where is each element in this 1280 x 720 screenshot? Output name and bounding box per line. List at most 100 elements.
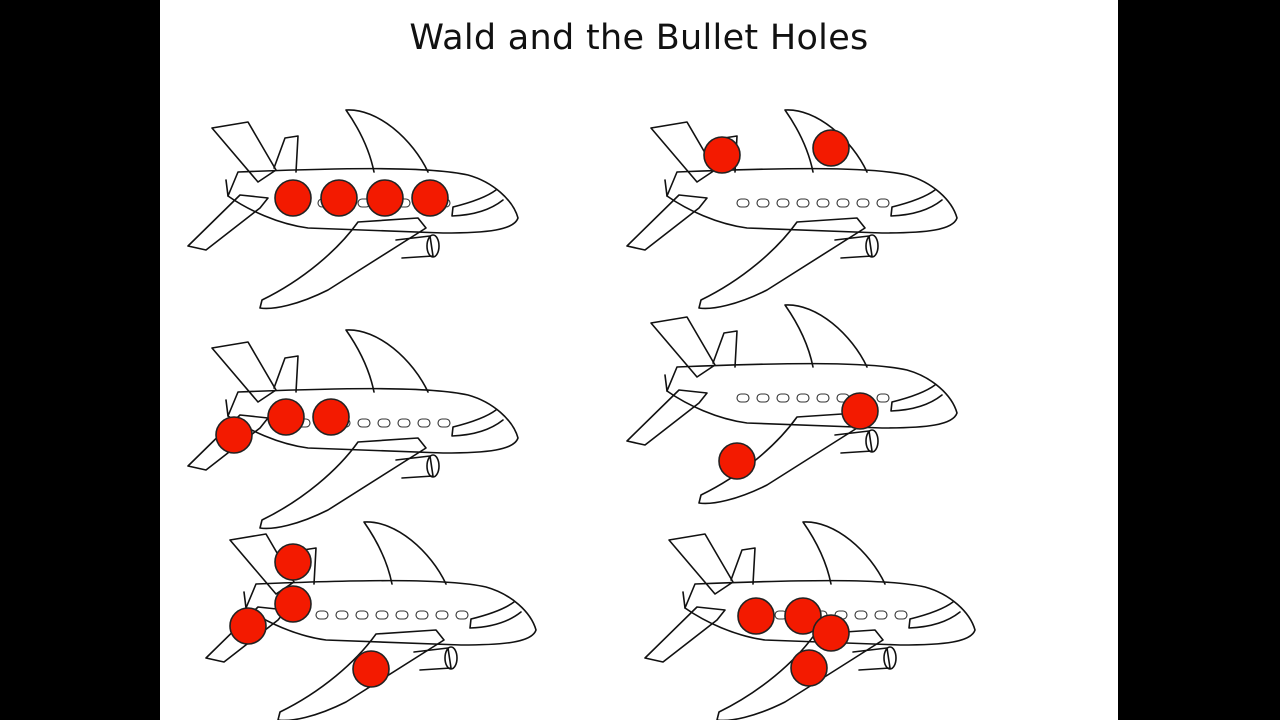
window xyxy=(876,198,890,208)
airplane-6 xyxy=(644,521,976,720)
top-fin xyxy=(345,329,429,393)
top-fin xyxy=(345,109,429,173)
window xyxy=(894,610,908,620)
fuselage xyxy=(666,167,958,234)
window xyxy=(736,393,750,403)
bullet-hole xyxy=(215,416,253,454)
window xyxy=(756,198,770,208)
main-wing xyxy=(716,629,884,720)
tail-wing xyxy=(187,194,269,251)
airplane-2 xyxy=(626,109,958,310)
bullet-hole xyxy=(812,129,850,167)
cockpit xyxy=(451,409,504,437)
window xyxy=(796,198,810,208)
window xyxy=(876,393,890,403)
airplane-3 xyxy=(187,329,519,530)
fuselage xyxy=(666,362,958,429)
window xyxy=(355,610,369,620)
engine xyxy=(395,455,434,479)
engine-intake xyxy=(426,234,440,258)
fuselage-tail-edge xyxy=(682,591,686,609)
tail-fin xyxy=(668,533,734,595)
airplane-5 xyxy=(205,521,537,720)
tail-wing xyxy=(626,389,708,446)
window xyxy=(377,418,391,428)
window xyxy=(417,418,431,428)
tail-fin-rear xyxy=(273,355,299,393)
bullet-hole xyxy=(312,398,350,436)
engine xyxy=(395,235,434,259)
engine xyxy=(834,430,873,454)
fuselage xyxy=(684,579,976,646)
bullet-hole xyxy=(274,585,312,623)
cockpit xyxy=(469,601,522,629)
slide: Wald and the Bullet Holes xyxy=(160,0,1118,720)
bullet-hole xyxy=(718,442,756,480)
fuselage-tail-edge xyxy=(225,399,229,417)
window xyxy=(437,418,451,428)
bullet-hole xyxy=(812,614,850,652)
top-fin xyxy=(802,521,886,585)
bullet-hole xyxy=(229,607,267,645)
window xyxy=(397,418,411,428)
window xyxy=(816,198,830,208)
tail-fin-rear xyxy=(712,330,738,368)
window xyxy=(776,393,790,403)
fuselage-tail-edge xyxy=(664,374,668,392)
bullet-hole xyxy=(274,543,312,581)
top-fin xyxy=(784,109,868,173)
fuselage-tail-edge xyxy=(225,179,229,197)
main-wing xyxy=(259,437,427,530)
engine-intake xyxy=(444,646,458,670)
top-fin xyxy=(363,521,447,585)
bullet-hole xyxy=(703,136,741,174)
top-fin xyxy=(784,304,868,368)
window xyxy=(756,393,770,403)
window xyxy=(357,418,371,428)
window xyxy=(836,198,850,208)
engine xyxy=(852,647,891,671)
window xyxy=(315,610,329,620)
window xyxy=(776,198,790,208)
window xyxy=(395,610,409,620)
airplane-4 xyxy=(626,304,958,505)
tail-wing xyxy=(644,606,726,663)
window xyxy=(375,610,389,620)
window xyxy=(874,610,888,620)
tail-fin xyxy=(650,316,716,378)
bullet-hole xyxy=(841,392,879,430)
window xyxy=(816,393,830,403)
bullet-hole xyxy=(784,597,822,635)
fuselage xyxy=(227,167,519,234)
bullet-hole xyxy=(411,179,449,217)
bullet-hole xyxy=(737,597,775,635)
window xyxy=(736,198,750,208)
cockpit xyxy=(890,189,943,217)
window xyxy=(455,610,469,620)
engine-intake xyxy=(883,646,897,670)
airplane-1 xyxy=(187,109,519,310)
bullet-hole xyxy=(267,398,305,436)
bullet-hole xyxy=(320,179,358,217)
bullet-hole xyxy=(352,650,390,688)
window xyxy=(415,610,429,620)
fuselage xyxy=(245,579,537,646)
window xyxy=(854,610,868,620)
engine xyxy=(413,647,452,671)
cockpit xyxy=(451,189,504,217)
main-wing xyxy=(277,629,445,720)
main-wing xyxy=(259,217,427,310)
window xyxy=(856,198,870,208)
tail-fin-rear xyxy=(730,547,756,585)
window xyxy=(796,393,810,403)
bullet-hole xyxy=(366,179,404,217)
slide-title: Wald and the Bullet Holes xyxy=(409,18,869,58)
fuselage-tail-edge xyxy=(664,179,668,197)
window xyxy=(335,610,349,620)
engine xyxy=(834,235,873,259)
bullet-hole xyxy=(790,649,828,687)
main-wing xyxy=(698,412,866,505)
engine-intake xyxy=(426,454,440,478)
cockpit xyxy=(908,601,961,629)
main-wing xyxy=(698,217,866,310)
